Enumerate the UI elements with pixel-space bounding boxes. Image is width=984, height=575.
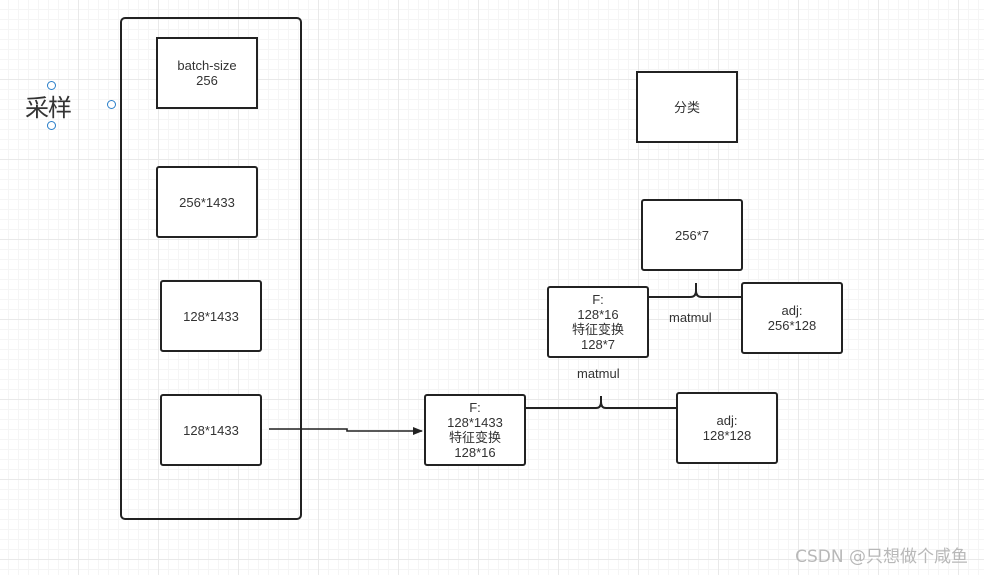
watermark-text: CSDN @只想做个咸鱼 <box>795 547 968 567</box>
selection-handle-right[interactable] <box>107 100 116 109</box>
node-text-line: 128*1433 <box>183 308 239 324</box>
node-text-line: F: <box>469 400 481 415</box>
result-node-256x7[interactable]: 256*7 <box>641 199 743 271</box>
node-text-line: 256 <box>196 73 218 88</box>
sampling-label[interactable]: 采样 <box>25 94 72 122</box>
node-text-line: batch-size <box>177 58 237 73</box>
arrow-to-layer1[interactable] <box>269 427 423 435</box>
node-text-line: adj: <box>716 413 738 428</box>
adjacency-node-layer2[interactable]: adj:256*128 <box>741 282 843 354</box>
node-text-line: 256*7 <box>675 227 709 243</box>
brace-layer1 <box>526 396 676 409</box>
matmul-label-layer1: matmul <box>577 366 620 381</box>
node-text-line: 128*128 <box>702 428 752 443</box>
node-text-line: 256*1433 <box>179 194 235 210</box>
node-text-line: 256*128 <box>767 318 817 333</box>
node-text-line: adj: <box>781 303 803 318</box>
matmul-label-layer2: matmul <box>669 310 712 325</box>
node-text-line: 分类 <box>673 99 700 115</box>
node-text-line: 128*16 <box>577 307 619 322</box>
node-text-line: 128*16 <box>454 445 496 460</box>
node-text-line: 128*1433 <box>447 415 503 430</box>
classification-node[interactable]: 分类 <box>636 71 738 143</box>
node-text-line: 特征变换 <box>448 430 501 445</box>
brace-layer2 <box>649 283 741 298</box>
node-text-line: 128*1433 <box>183 422 239 438</box>
selection-handle-bottom[interactable] <box>47 121 56 130</box>
node-text-line: F: <box>592 292 604 307</box>
node-text-line: 特征变换 <box>571 322 624 337</box>
adjacency-node-layer1[interactable]: adj:128*128 <box>676 392 778 464</box>
shape-node-128x1433-lower[interactable]: 128*1433 <box>160 394 262 466</box>
shape-node-128x1433-upper[interactable]: 128*1433 <box>160 280 262 352</box>
sampling-container[interactable] <box>120 17 302 520</box>
selection-handle-top[interactable] <box>47 81 56 90</box>
shape-node-256x1433[interactable]: 256*1433 <box>156 166 258 238</box>
node-text-line: 128*7 <box>581 337 615 352</box>
